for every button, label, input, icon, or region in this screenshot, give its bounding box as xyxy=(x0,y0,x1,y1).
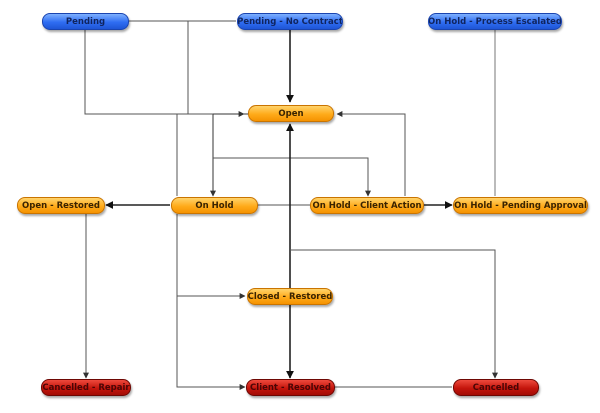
node-pending-no-contract-label: Pending - No Contract xyxy=(237,16,343,27)
node-on-hold-client-action-label: On Hold - Client Action xyxy=(312,200,422,211)
edge-open-to-on-hold xyxy=(210,113,248,197)
node-on-hold-client-action[interactable]: On Hold - Client Action xyxy=(310,197,424,214)
edge-on-hold-to-client-resolved xyxy=(176,296,246,390)
node-pending-label: Pending xyxy=(65,16,106,27)
edge-left-corridor xyxy=(176,113,213,196)
node-cancelled-repair-label: Cancelled - Repair xyxy=(42,382,130,393)
edge-on-hold-to-closed-restored xyxy=(176,214,246,299)
node-open-restored[interactable]: Open - Restored xyxy=(17,197,105,214)
node-open-restored-label: Open - Restored xyxy=(22,200,100,211)
node-on-hold-pending-approval[interactable]: On Hold - Pending Approval xyxy=(453,197,588,214)
node-client-resolved-label: Client - Resolved xyxy=(250,382,331,393)
node-on-hold-label: On Hold xyxy=(195,200,234,211)
node-cancelled[interactable]: Cancelled xyxy=(453,379,539,396)
node-open-label: Open xyxy=(278,108,304,119)
node-on-hold-process-escalated[interactable]: On Hold - Process Escalated xyxy=(428,13,562,30)
node-closed-restored-label: Closed - Restored xyxy=(247,291,333,302)
edge-to-client-action xyxy=(213,157,371,197)
node-client-resolved[interactable]: Client - Resolved xyxy=(246,379,335,396)
node-on-hold[interactable]: On Hold xyxy=(171,197,258,214)
node-pending-no-contract[interactable]: Pending - No Contract xyxy=(237,13,343,30)
node-pending[interactable]: Pending xyxy=(42,13,129,30)
node-open[interactable]: Open xyxy=(248,105,334,122)
node-on-hold-pending-approval-label: On Hold - Pending Approval xyxy=(454,200,587,211)
edge-client-action-to-open xyxy=(336,111,406,196)
edge-pending-to-open xyxy=(84,29,245,117)
node-on-hold-process-escalated-label: On Hold - Process Escalated xyxy=(428,16,562,27)
node-cancelled-label: Cancelled xyxy=(472,382,520,393)
node-cancelled-repair[interactable]: Cancelled - Repair xyxy=(41,379,131,396)
edge-to-cancelled xyxy=(290,249,498,379)
node-closed-restored[interactable]: Closed - Restored xyxy=(247,288,333,305)
